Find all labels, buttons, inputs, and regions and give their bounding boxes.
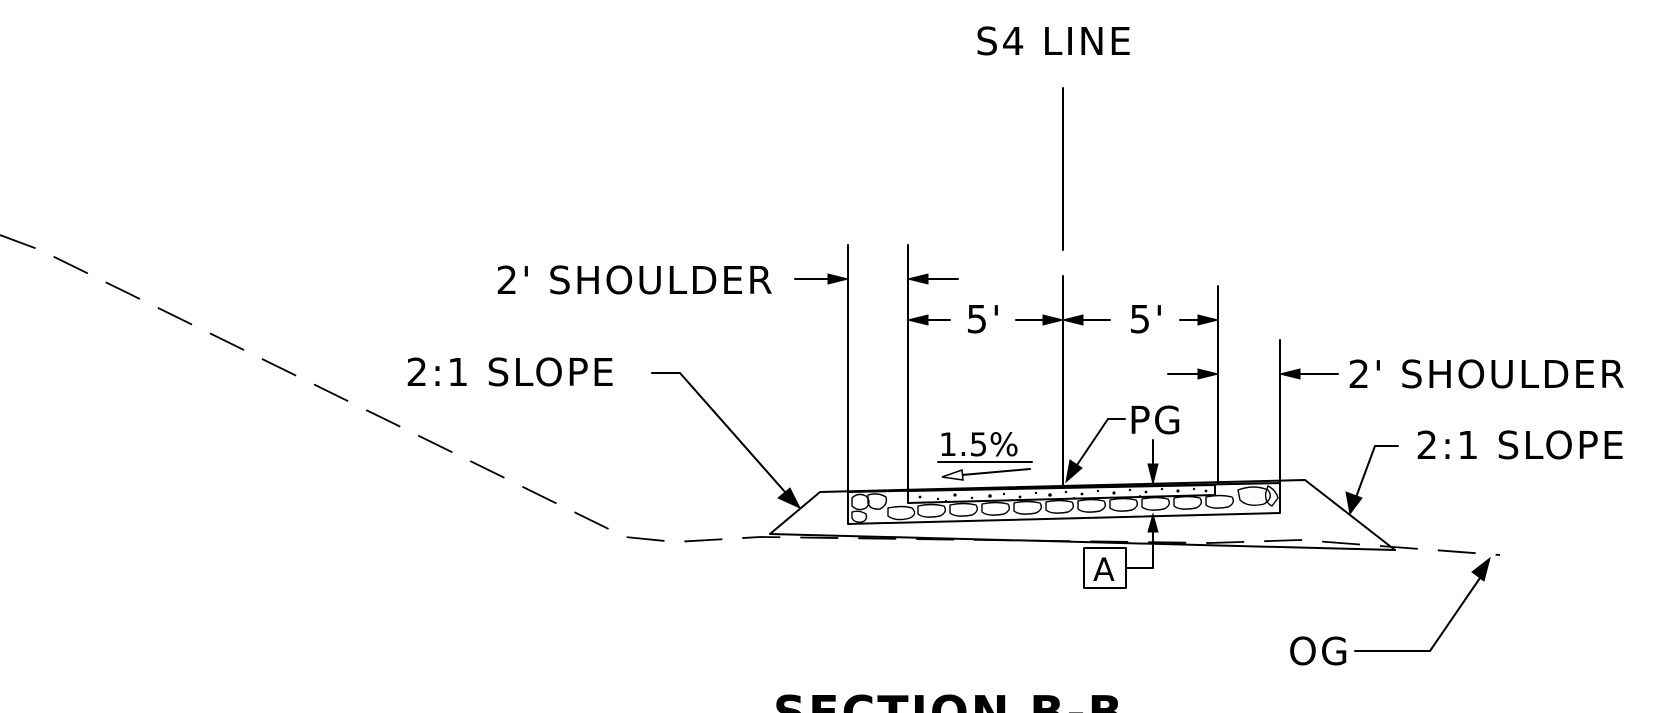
right-slope-label: 2:1 SLOPE — [1415, 424, 1627, 468]
surface-course — [907, 484, 1216, 504]
og-leader — [1354, 556, 1491, 652]
section-title: SECTION B-B — [773, 686, 1125, 713]
callout-a — [1083, 512, 1159, 589]
original-ground-line — [0, 234, 1501, 556]
left-slope-label: 2:1 SLOPE — [405, 351, 617, 395]
right-lane-label: 5' — [1128, 298, 1167, 342]
extension-lines — [847, 244, 1281, 493]
centerline-label: S4 LINE — [975, 20, 1134, 64]
left-lane-label: 5' — [965, 298, 1004, 342]
right-slope-leader — [1345, 445, 1399, 516]
pg-leader — [1065, 418, 1159, 485]
left-shoulder-label: 2' SHOULDER — [495, 259, 775, 303]
lane-dimensions — [907, 314, 1219, 326]
callout-a-label: A — [1093, 551, 1115, 589]
left-shoulder-dimension — [794, 273, 959, 285]
og-label: OG — [1288, 630, 1351, 674]
roadway-base — [769, 533, 1396, 551]
right-shoulder-label: 2' SHOULDER — [1347, 353, 1627, 397]
cross-slope-label: 1.5% — [938, 426, 1019, 464]
pg-label: PG — [1128, 399, 1184, 443]
cross-slope-arrow — [941, 468, 1031, 481]
right-shoulder-dimension — [1167, 368, 1339, 380]
left-slope-leader — [651, 372, 802, 510]
